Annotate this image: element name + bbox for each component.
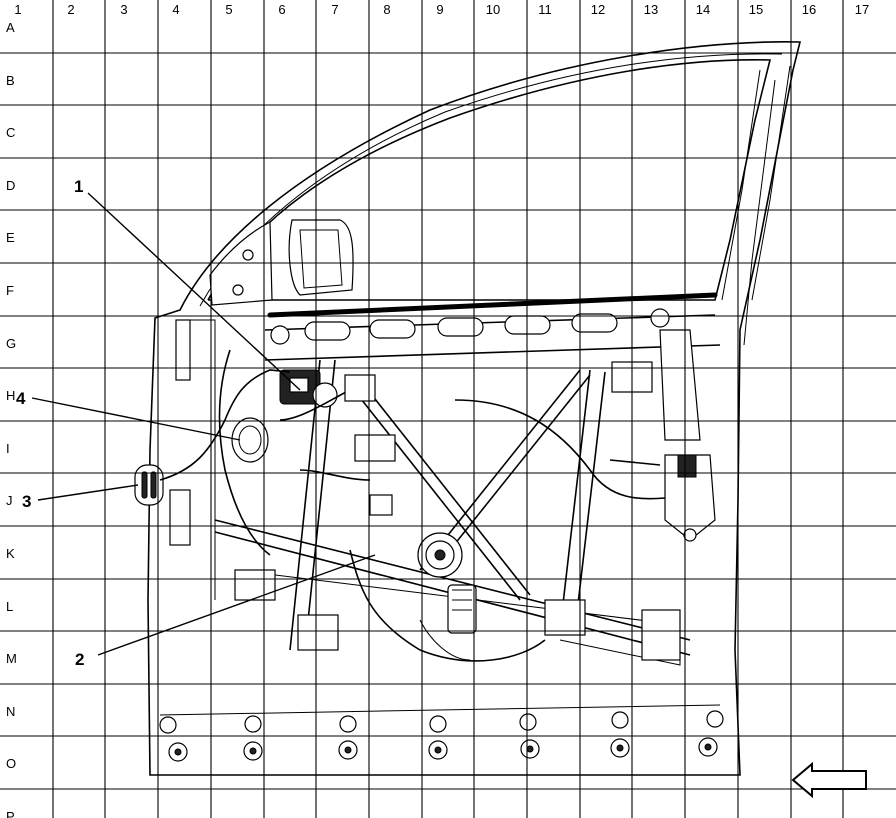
column-label: 9 (436, 2, 443, 17)
column-label: 16 (802, 2, 816, 17)
callout-1-label: 1 (74, 177, 83, 196)
column-label: 1 (14, 2, 21, 17)
column-label: 17 (855, 2, 869, 17)
callout-4-leader (31, 397, 241, 441)
column-label: 6 (278, 2, 285, 17)
row-label: E (6, 230, 15, 245)
row-label: P (6, 809, 15, 818)
callout-4-label: 4 (16, 389, 26, 408)
row-label: I (6, 441, 10, 456)
row-label: K (6, 546, 15, 561)
column-label: 14 (696, 2, 710, 17)
row-label: C (6, 125, 15, 140)
door-lock-actuator (611, 329, 716, 542)
column-label: 7 (331, 2, 338, 17)
row-label: M (6, 651, 17, 666)
row-label: L (6, 599, 13, 614)
left-arrow-icon (791, 761, 867, 799)
column-label: 5 (225, 2, 232, 17)
callout-2-label: 2 (75, 650, 84, 669)
column-label: 15 (749, 2, 763, 17)
row-label: G (6, 336, 16, 351)
side-mirror (288, 219, 354, 296)
lower-fastener-row (159, 704, 724, 762)
column-label: 11 (538, 2, 552, 17)
callout-3-label: 3 (22, 492, 31, 511)
column-label: 13 (644, 2, 658, 17)
row-label: O (6, 756, 16, 771)
row-label: H (6, 388, 15, 403)
door-illustration (134, 41, 802, 776)
column-label: 8 (383, 2, 390, 17)
callout-3-leader (37, 484, 139, 501)
window-motor (417, 532, 477, 634)
row-label: D (6, 178, 15, 193)
row-label: J (6, 493, 13, 508)
row-label: F (6, 283, 14, 298)
column-label: 12 (591, 2, 605, 17)
column-label: 10 (486, 2, 500, 17)
column-label: 4 (172, 2, 179, 17)
row-labels: A B C D E F G H I J K L M N O P (6, 20, 17, 818)
row-label: N (6, 704, 15, 719)
callouts: 1 2 3 4 (16, 177, 376, 669)
column-label: 2 (67, 2, 74, 17)
callout-2-leader (97, 554, 376, 656)
callout-1-leader (87, 192, 301, 391)
panel-slots (270, 308, 670, 345)
door-harness-grommet (134, 464, 164, 506)
row-label: A (6, 20, 15, 35)
column-label: 3 (120, 2, 127, 17)
row-label: B (6, 73, 15, 88)
